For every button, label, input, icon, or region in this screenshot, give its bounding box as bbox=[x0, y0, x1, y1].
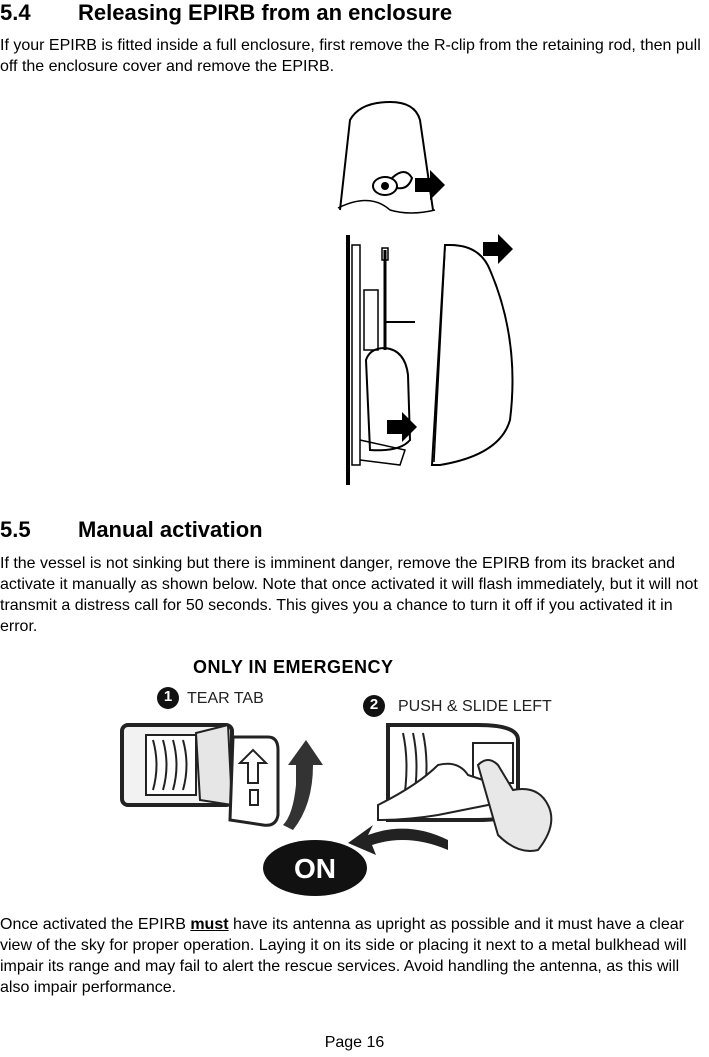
emphasis-must: must bbox=[190, 916, 229, 933]
epirb-right-device-icon bbox=[348, 723, 553, 855]
enclosure-cover-icon bbox=[430, 244, 514, 466]
arrow-right-icon bbox=[415, 170, 445, 200]
r-clip-icon bbox=[372, 176, 398, 196]
section-title: Manual activation bbox=[78, 517, 263, 542]
on-label: ON bbox=[294, 853, 336, 884]
page-number: Page 16 bbox=[324, 1034, 385, 1051]
step-2-number: 2 bbox=[369, 696, 379, 713]
enclosure-side-view bbox=[346, 234, 514, 485]
arrow-right-icon bbox=[387, 412, 417, 442]
closing-text-part1: Once activated the EPIRB bbox=[0, 916, 191, 933]
step-1-number: 1 bbox=[163, 688, 173, 705]
step-1-badge-icon bbox=[157, 687, 179, 709]
section-number: 5.5 bbox=[0, 517, 31, 542]
closing-paragraph: Once activated the EPIRB must have its a… bbox=[0, 914, 709, 998]
step-2-label: PUSH & SLIDE LEFT bbox=[398, 698, 552, 715]
arrow-up-icon bbox=[283, 740, 323, 830]
manual-activation-illustration: ONLY IN EMERGENCY 1 TEAR TAB 2 PUSH & SL… bbox=[118, 655, 588, 900]
enclosure-release-illustration bbox=[337, 100, 514, 485]
emergency-header: ONLY IN EMERGENCY bbox=[193, 657, 394, 677]
tear-tab-icon bbox=[228, 735, 280, 827]
arrow-right-icon bbox=[483, 234, 513, 264]
section-5-4-heading: 5.4 Releasing EPIRB from an enclosure bbox=[0, 0, 452, 26]
epirb-left-device-icon bbox=[120, 723, 323, 830]
section-number: 5.4 bbox=[0, 0, 31, 25]
section-5-4-body: If your EPIRB is fitted inside a full en… bbox=[0, 37, 701, 75]
finger-icon bbox=[476, 759, 553, 852]
closing-text-part2: have its antenna as upright as possible … bbox=[0, 916, 687, 996]
arrow-left-icon bbox=[348, 825, 448, 855]
section-5-5-heading: 5.5 Manual activation bbox=[0, 517, 263, 543]
section-title: Releasing EPIRB from an enclosure bbox=[78, 0, 453, 25]
enclosure-top-view bbox=[337, 100, 445, 214]
step-1-label: TEAR TAB bbox=[187, 690, 264, 707]
section-5-5-body: If the vessel is not sinking but there i… bbox=[0, 555, 698, 635]
step-2-badge-icon bbox=[363, 695, 385, 717]
on-badge-icon bbox=[263, 840, 367, 896]
